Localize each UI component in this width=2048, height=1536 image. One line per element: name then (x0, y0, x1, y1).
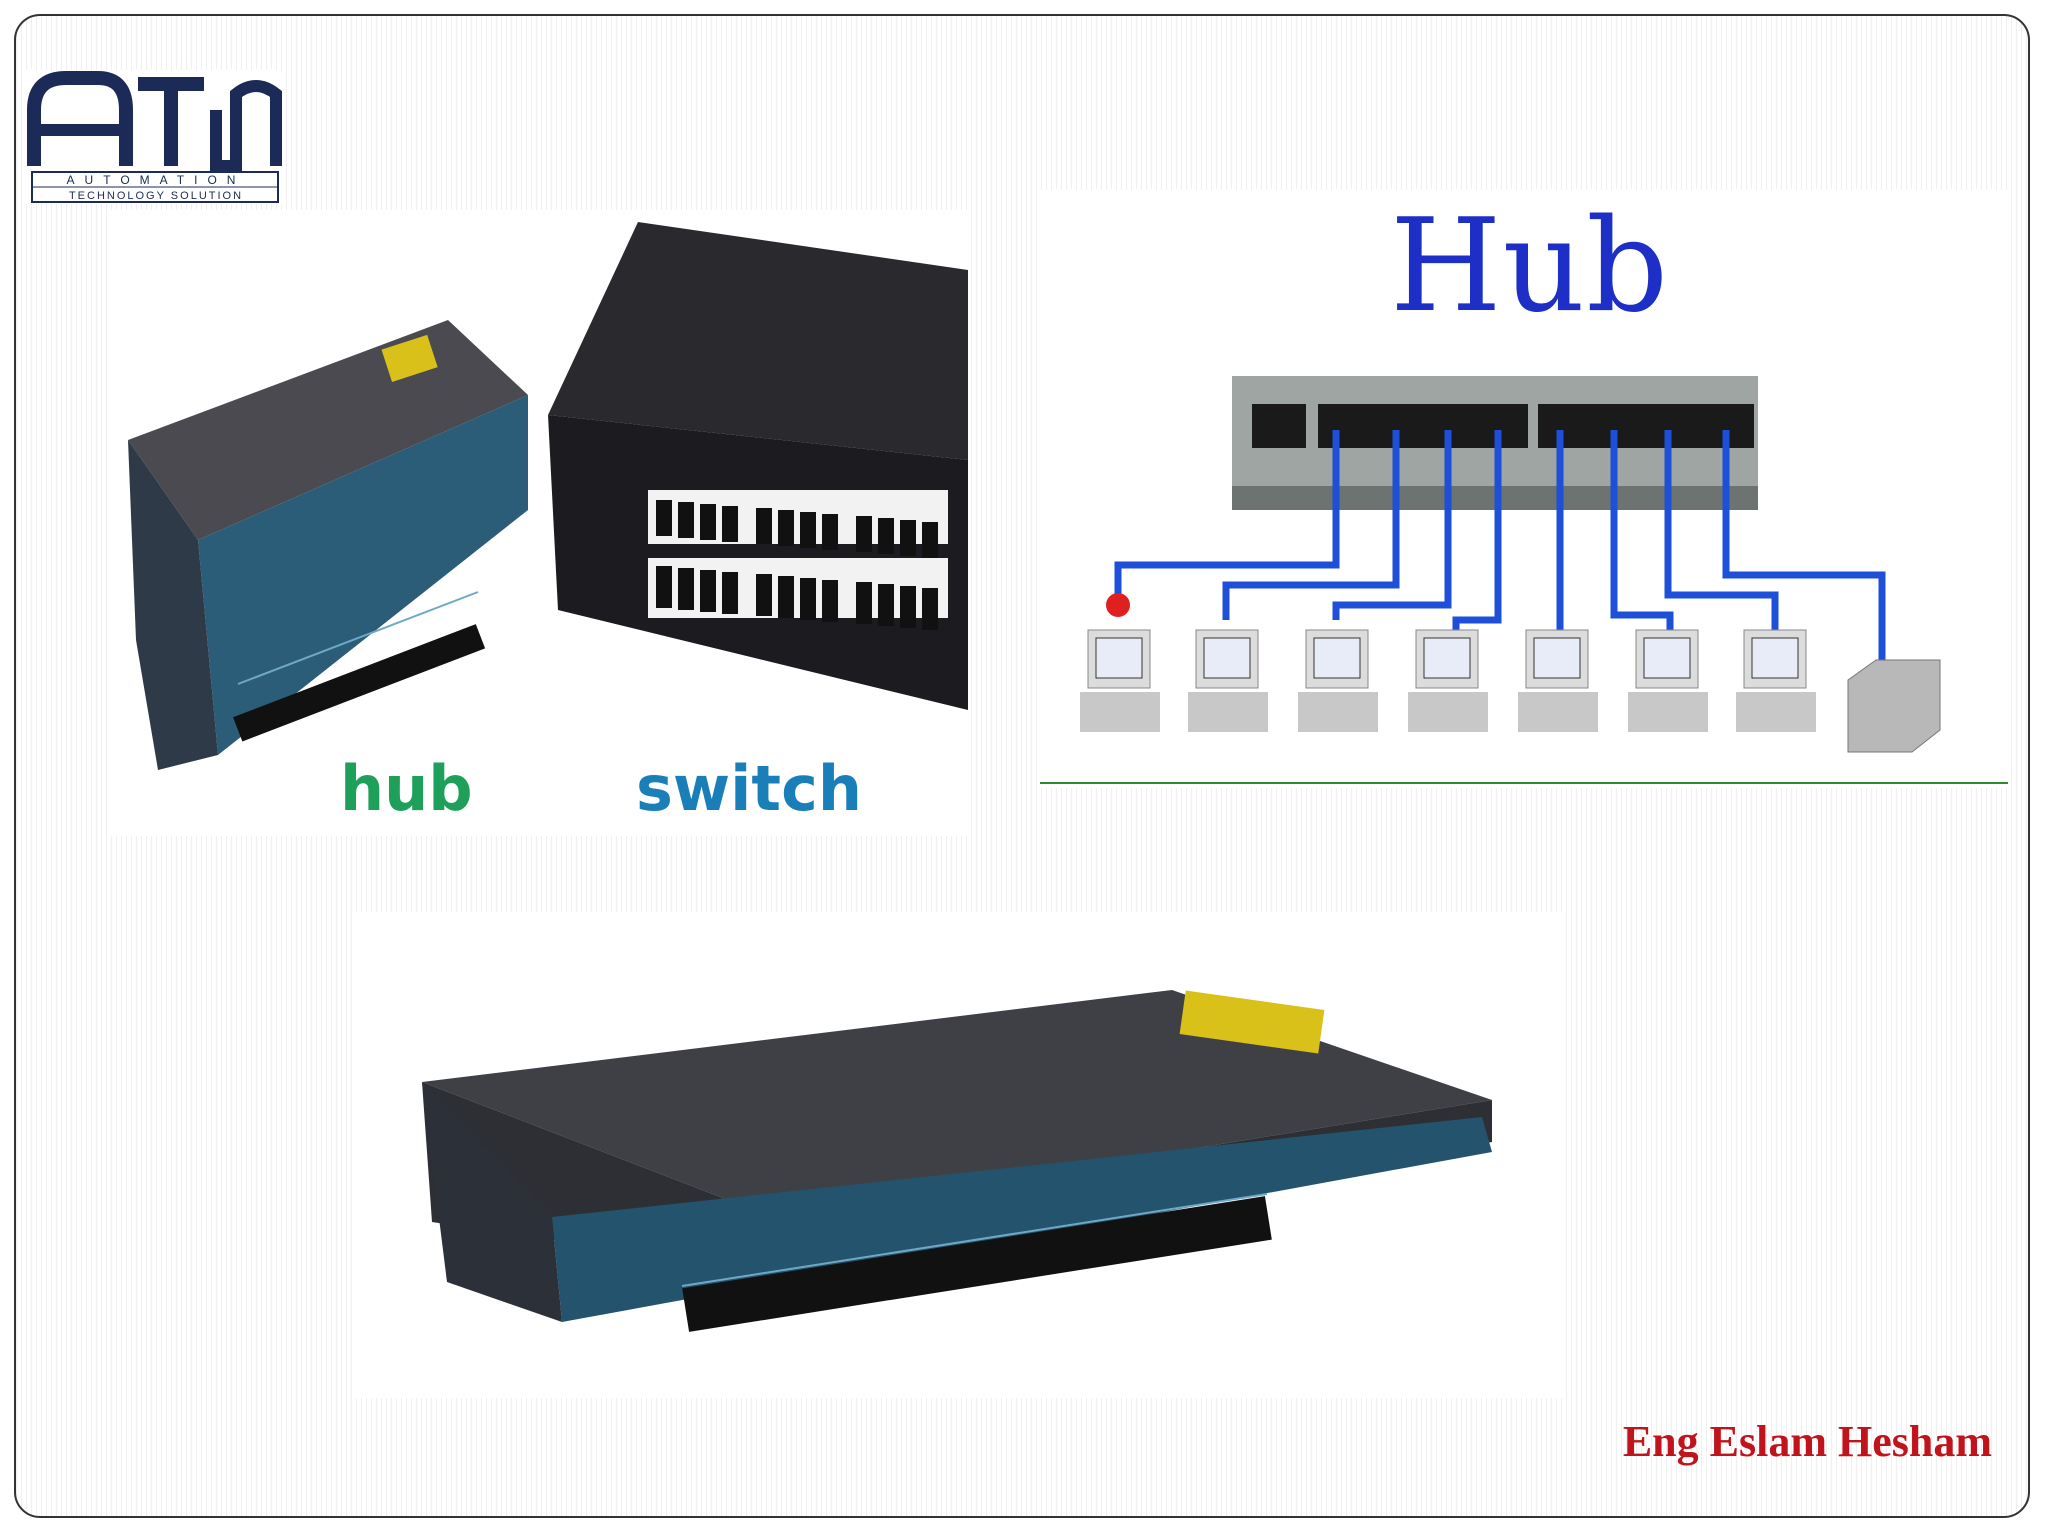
hub-device-image (128, 320, 528, 770)
hub-caption: hub (340, 752, 473, 825)
rack-hub-photo (352, 912, 1562, 1398)
switch-device-image (548, 222, 968, 710)
author-signature: Eng Eslam Hesham (1622, 1417, 1992, 1466)
hub-topology-image (1040, 190, 2008, 788)
hub-diagram-title: Hub (1390, 192, 1669, 341)
divider-line (1040, 782, 2008, 784)
switch-caption: switch (636, 752, 862, 825)
hub-switch-photo (108, 210, 968, 836)
ats-logo: AUTOMATION TECHNOLOGY SOLUTION (26, 70, 284, 204)
logo-line1: AUTOMATION (67, 173, 246, 187)
logo-line2: TECHNOLOGY SOLUTION (69, 190, 243, 202)
computer-icons (1080, 629, 1941, 753)
